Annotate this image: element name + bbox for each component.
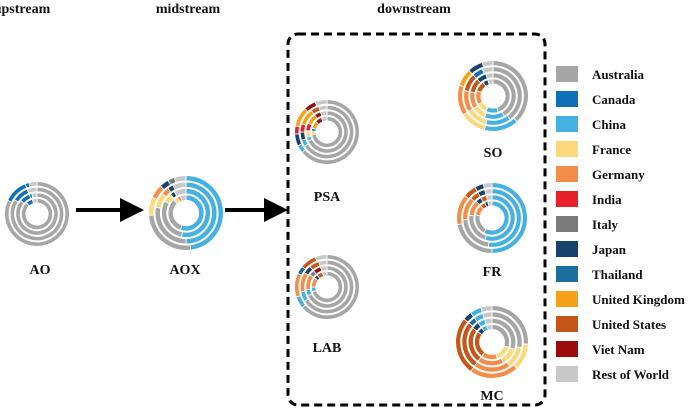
ring-segment-aox-0-rest-of-world [179, 194, 187, 202]
node-label-fr: FR [483, 265, 503, 280]
ring-segment-so-1-rest-of-world [485, 72, 494, 80]
legend-swatch-france [556, 141, 578, 157]
legend-swatch-united-states [556, 316, 578, 332]
ring-segment-aox-2-rest-of-world [172, 181, 187, 191]
ring-segment-so-2-rest-of-world [481, 66, 494, 74]
legend-swatch-australia [556, 66, 578, 82]
legend-swatch-india [556, 191, 578, 207]
legend-swatch-viet-nam [556, 341, 578, 357]
legend-label-italy: Italy [592, 217, 619, 232]
donut-mc [455, 305, 529, 379]
downstream-dashed-box [286, 32, 547, 407]
ring-segment-ao-2-rest-of-world [26, 186, 38, 194]
legend-swatch-china [556, 116, 578, 132]
ring-segment-psa-0-rest-of-world [320, 116, 328, 123]
legend-swatch-canada [556, 91, 578, 107]
ring-segment-lab-1-china [305, 288, 313, 297]
ring-segment-psa-3-rest-of-world [314, 99, 328, 107]
donut-ao [4, 181, 70, 247]
donut-psa [294, 99, 360, 165]
donut-aox [148, 175, 224, 251]
ring-segment-so-0-rest-of-world [487, 78, 494, 85]
stage-label-midstream: midstream [156, 2, 221, 17]
ring-segment-mc-2-rest-of-world [482, 311, 493, 319]
legend-swatch-united-kingdom [556, 291, 578, 307]
ring-segment-aox-3-rest-of-world [173, 175, 187, 183]
node-label-mc: MC [480, 389, 503, 404]
ring-segment-psa-2-japan [299, 131, 307, 141]
legend-swatch-japan [556, 241, 578, 257]
legend-label-india: India [592, 192, 622, 207]
ring-segment-mc-3-rest-of-world [480, 305, 493, 313]
ring-segment-so-0-germany [475, 90, 483, 105]
legend-label-canada: Canada [592, 92, 636, 107]
stage-label-upstream: upstream [0, 2, 51, 17]
ring-segment-ao-1-rest-of-world [31, 192, 38, 199]
legend-label-united-states: United States [592, 317, 666, 332]
ring-segment-aox-1-rest-of-world [173, 188, 187, 197]
node-label-ao: AO [30, 263, 51, 278]
ring-segment-fr-3-rest-of-world [482, 182, 493, 189]
legend-swatch-thailand [556, 266, 578, 282]
ring-segment-psa-1-france [305, 130, 312, 138]
legend-swatch-rest-of-world [556, 366, 578, 382]
node-label-psa: PSA [314, 190, 341, 205]
legend-label-japan: Japan [592, 242, 627, 257]
legend-label-france: France [592, 142, 631, 157]
legend-label-united-kingdom: United Kingdom [592, 292, 685, 307]
ring-segment-fr-1-rest-of-world [485, 194, 493, 201]
ring-segment-psa-2-rest-of-world [318, 104, 328, 112]
ring-segment-psa-3-india [294, 125, 300, 135]
node-label-aox: AOX [169, 263, 200, 278]
ring-segment-lab-3-rest-of-world [314, 254, 328, 262]
ring-segment-fr-2-rest-of-world [484, 188, 493, 195]
ring-segment-lab-0-rest-of-world [321, 271, 328, 277]
legend-label-viet-nam: Viet Nam [592, 342, 645, 357]
ring-segment-psa-1-rest-of-world [319, 110, 328, 117]
node-label-so: SO [484, 146, 503, 161]
donut-fr [456, 182, 528, 254]
legend-label-china: China [592, 117, 626, 132]
donut-lab [294, 254, 360, 320]
legend-label-australia: Australia [592, 67, 645, 82]
ring-segment-lab-1-rest-of-world [319, 265, 328, 272]
node-label-lab: LAB [313, 341, 342, 356]
legend-label-thailand: Thailand [592, 267, 643, 282]
ring-segment-so-3-rest-of-world [481, 60, 494, 68]
legend-label-rest-of-world: Rest of World [592, 367, 670, 382]
donut-so [457, 60, 529, 132]
stage-label-downstream: downstream [377, 2, 451, 17]
ring-segment-ao-3-rest-of-world [28, 181, 38, 188]
ring-segment-mc-0-rest-of-world [486, 324, 493, 331]
ring-segment-ao-0-rest-of-world [31, 198, 38, 204]
legend-swatch-germany [556, 166, 578, 182]
ring-segment-lab-0-china [311, 286, 317, 293]
ring-segment-fr-0-rest-of-world [487, 200, 493, 207]
legend-label-germany: Germany [592, 167, 645, 182]
legend: Australia Canada China France Germany In… [556, 66, 685, 382]
ring-segment-lab-2-rest-of-world [318, 259, 328, 267]
ring-segment-mc-1-rest-of-world [484, 317, 493, 325]
legend-swatch-italy [556, 216, 578, 232]
